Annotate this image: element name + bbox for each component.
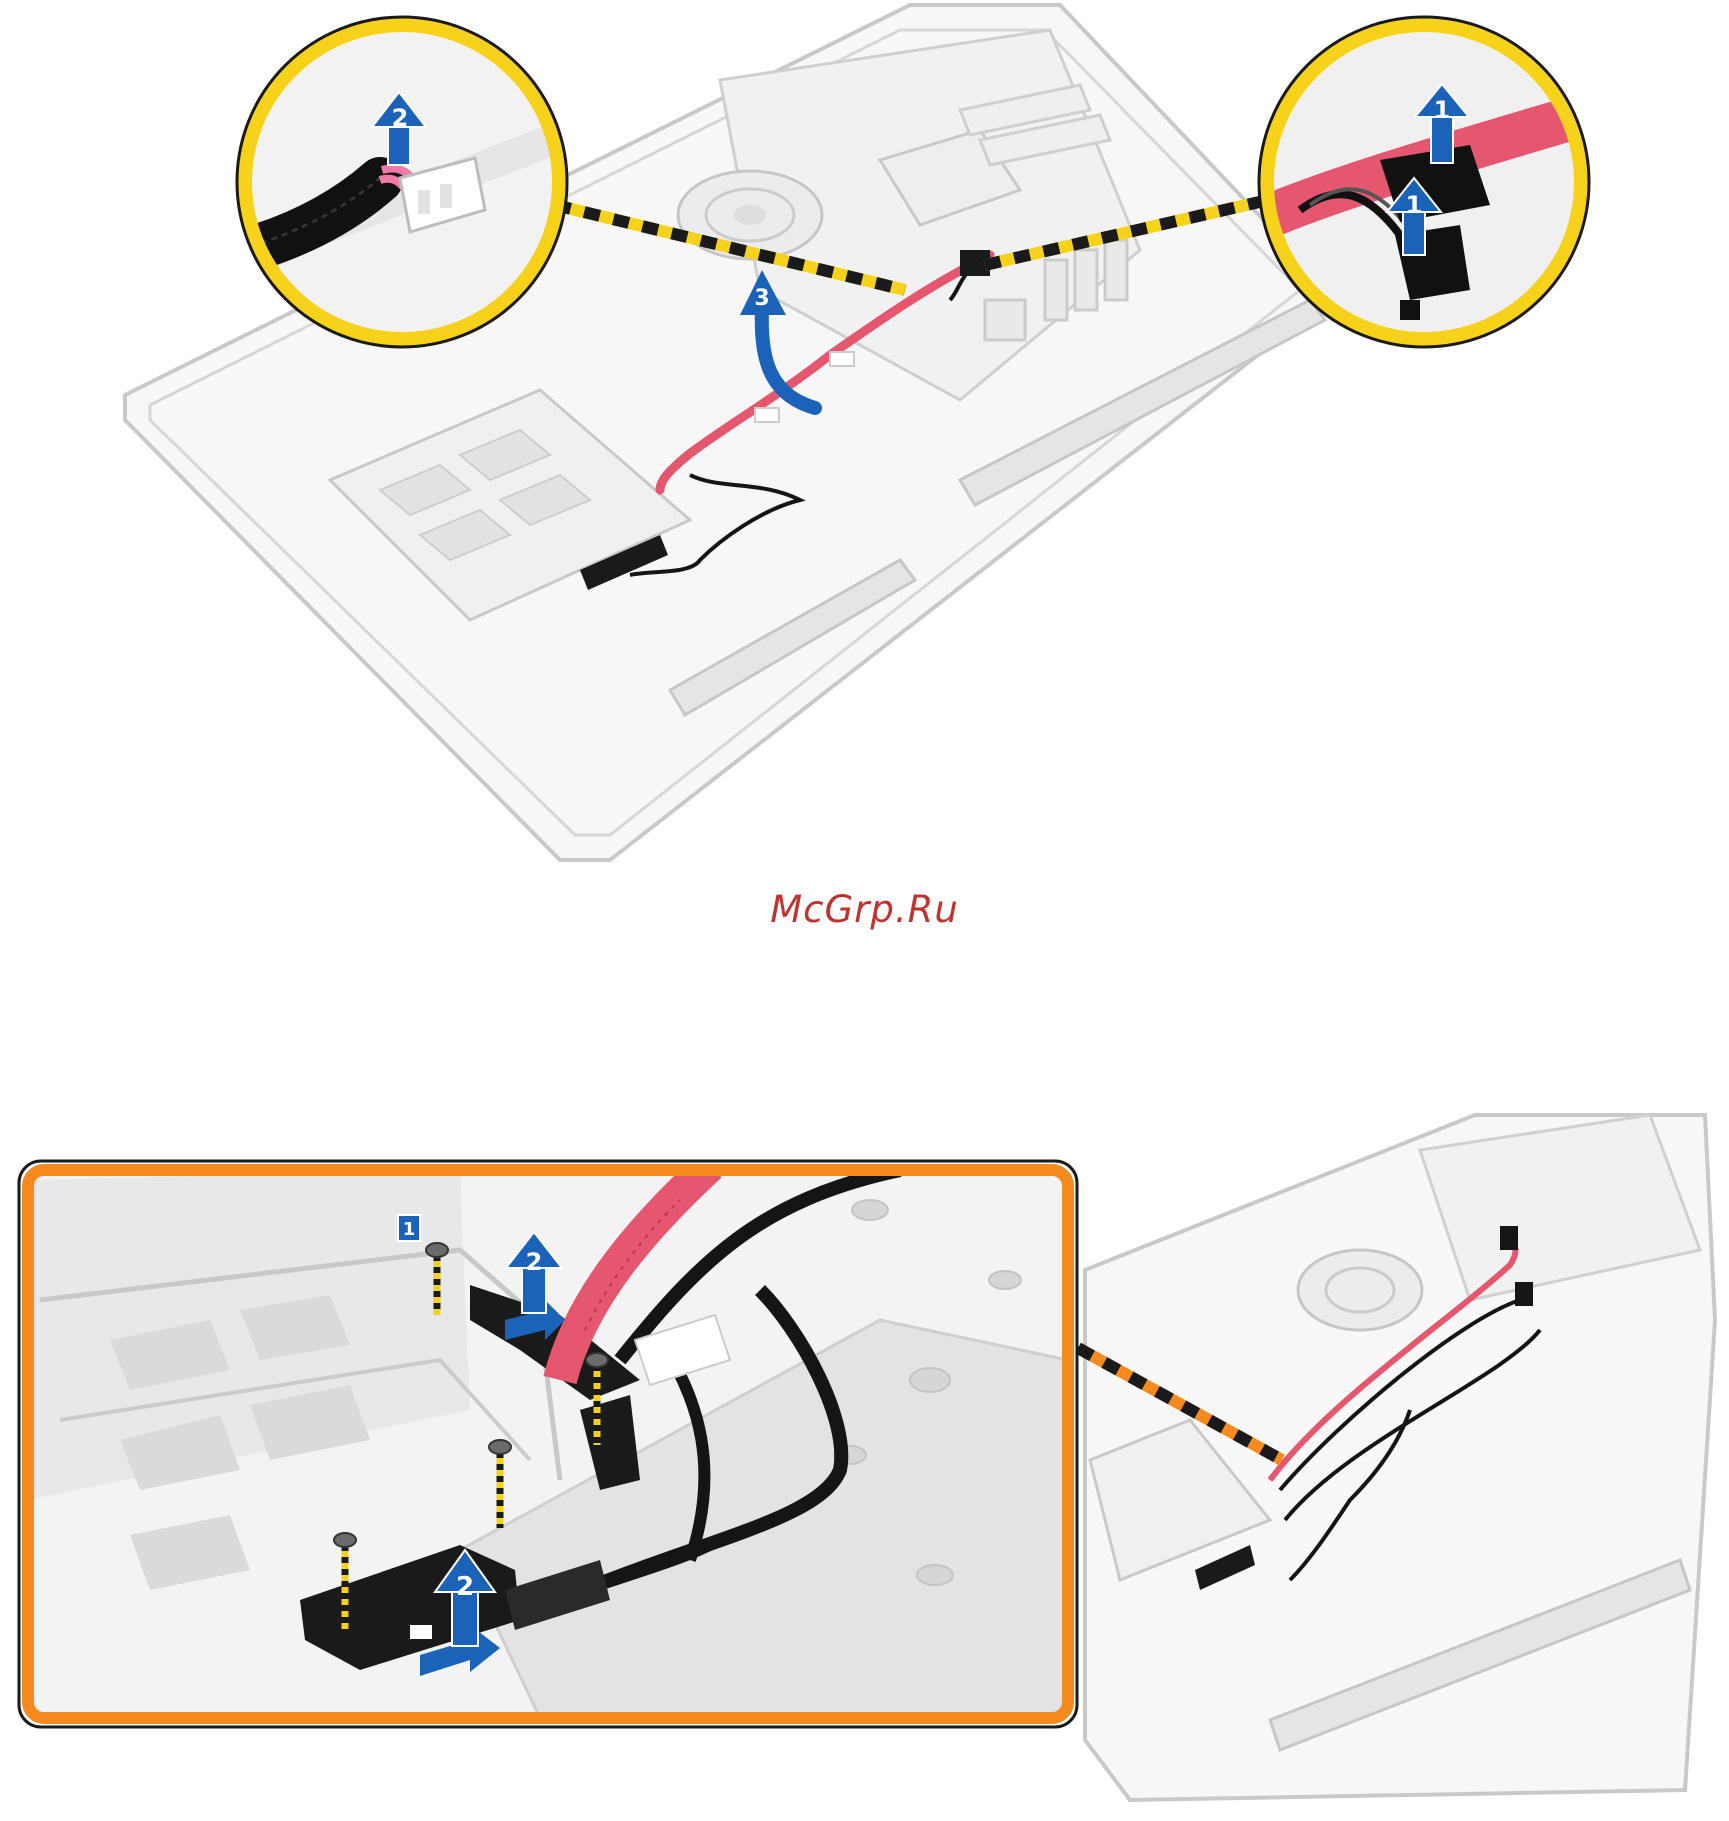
- step-label: 2: [392, 104, 409, 132]
- step-label: 2: [526, 1248, 543, 1276]
- watermark-text: McGrp.Ru: [0, 888, 1729, 931]
- step-label: 2: [456, 1572, 474, 1602]
- fan-icon: [1298, 1250, 1422, 1330]
- top-chassis-diagram: 3: [125, 5, 1600, 860]
- step-label: 1: [1434, 96, 1451, 124]
- callout-right-magnifier: 1 1: [1259, 17, 1600, 350]
- step-label: 3: [754, 286, 769, 311]
- bottom-chassis-diagram: 1 2 2: [19, 1115, 1715, 1800]
- step-label: 1: [1406, 191, 1423, 219]
- step-badge: 1: [398, 1215, 420, 1241]
- inset-detail-panel: 1 2 2: [19, 1161, 1077, 1727]
- callout-left-magnifier: 2: [230, 17, 570, 350]
- step-label: 1: [403, 1219, 416, 1240]
